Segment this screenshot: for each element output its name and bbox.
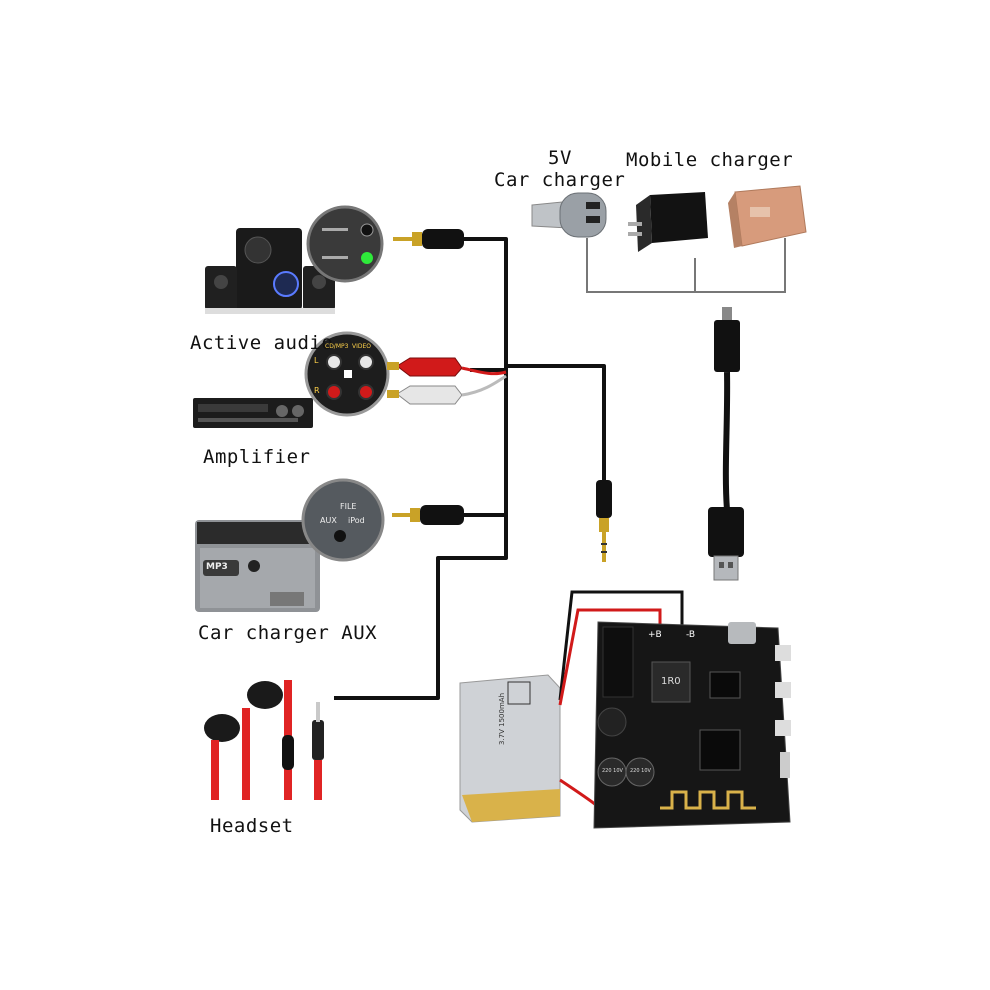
lithium-battery xyxy=(459,674,561,823)
stereo-brand-text: MP3 xyxy=(206,562,228,572)
jack-plug-active-audio xyxy=(393,229,464,249)
audio-cables xyxy=(334,237,606,700)
amp-cd-mp3-text: CD/MP3 xyxy=(325,343,349,350)
aux-panel-aux-text: AUX xyxy=(320,516,337,525)
bluetooth-module-board xyxy=(593,621,791,829)
mobile-charger-label: Mobile charger xyxy=(626,149,794,171)
amplifier-rca-closeup xyxy=(304,331,390,417)
aux-panel-closeup xyxy=(301,478,385,562)
usb-cable xyxy=(708,307,744,581)
amplifier-device xyxy=(193,398,313,428)
car-charger-label: Car charger xyxy=(494,169,626,191)
amp-r-text: R xyxy=(314,386,320,395)
car-charger-aux-label: Car charger AUX xyxy=(198,622,378,644)
headset-device xyxy=(204,680,324,800)
mobile-charger-device xyxy=(628,192,708,252)
pcb-minus-b-text: -B xyxy=(686,630,696,640)
jack-plug-car-aux xyxy=(392,505,464,525)
car-charger-device xyxy=(531,192,607,238)
pcb-cap-1-text: 220 10V xyxy=(602,768,623,774)
amp-video-text: VIDEO xyxy=(352,343,372,350)
headset-label: Headset xyxy=(210,815,294,837)
active-audio-port-closeup xyxy=(306,205,384,283)
battery-spec-text: 3.7V 1500mAh xyxy=(498,692,506,745)
cable-to-module-plug xyxy=(506,364,606,480)
jack-plug-module xyxy=(596,480,612,562)
cable-trunk xyxy=(334,366,508,700)
power-bank-device xyxy=(728,185,807,248)
aux-panel-ipod-text: iPod xyxy=(348,516,365,525)
pcb-inductor-text: 1R0 xyxy=(661,676,681,687)
cable-active-audio xyxy=(463,237,508,366)
car-stereo-aux xyxy=(195,520,320,612)
active-audio-label: Active audio xyxy=(190,332,334,354)
pcb-cap-2-text: 220 10V xyxy=(630,768,651,774)
car-charger-voltage-label: 5V xyxy=(548,147,572,169)
rca-plugs xyxy=(387,357,507,405)
active-audio-speakers xyxy=(205,228,335,314)
amplifier-label: Amplifier xyxy=(203,446,311,468)
charger-connector-lines xyxy=(586,238,786,293)
amp-l-text: L xyxy=(314,356,319,365)
aux-panel-file-text: FILE xyxy=(340,502,357,511)
pcb-plus-b-text: +B xyxy=(648,630,662,640)
